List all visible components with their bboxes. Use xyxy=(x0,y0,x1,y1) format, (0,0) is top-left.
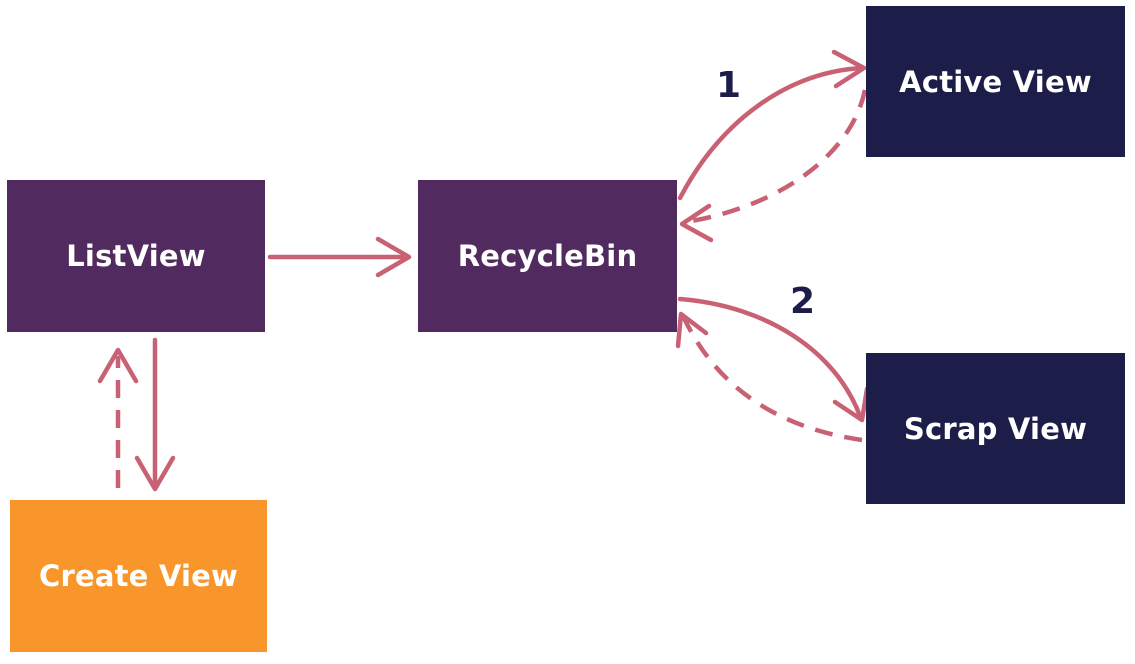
active-view-node: Active View xyxy=(866,6,1125,157)
create-view-label: Create View xyxy=(39,559,238,593)
listview-label: ListView xyxy=(66,239,206,273)
scrap-view-node: Scrap View xyxy=(866,353,1125,504)
arrow-scrap-view-to-recyclebin-dashed xyxy=(675,311,863,443)
create-view-node: Create View xyxy=(10,500,267,652)
listview-node: ListView xyxy=(7,180,265,332)
scrap-view-label: Scrap View xyxy=(903,411,1088,446)
step-number-2: 2 xyxy=(790,281,816,322)
active-view-label: Active View xyxy=(899,64,1092,99)
arrow-recyclebin-to-scrap-view xyxy=(677,296,870,423)
arrow-create-view-to-listview-dashed xyxy=(97,347,139,488)
arrow-listview-to-recyclebin xyxy=(267,236,412,278)
recyclebin-node: RecycleBin xyxy=(418,180,677,332)
step-number-1: 1 xyxy=(716,65,742,106)
arrow-listview-to-create-view xyxy=(134,337,176,492)
arrow-active-view-to-recyclebin-dashed xyxy=(679,89,868,243)
recyclebin-label: RecycleBin xyxy=(457,239,638,273)
arrow-recyclebin-to-active-view xyxy=(677,49,867,201)
